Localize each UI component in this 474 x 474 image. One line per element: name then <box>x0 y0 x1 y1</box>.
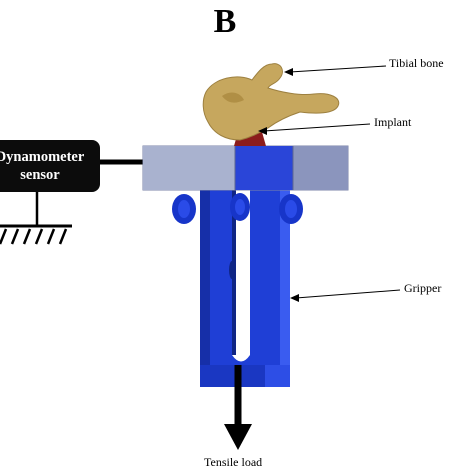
bolts <box>172 193 303 224</box>
implant-label: Implant <box>374 115 412 129</box>
tensile-load-label: Tensile load <box>204 455 263 469</box>
leader-gripper <box>290 289 401 302</box>
ground-anchor <box>0 190 72 245</box>
leader-implant <box>258 123 371 135</box>
tensile-load-arrow <box>224 365 252 450</box>
leader-tibial-bone <box>284 65 387 76</box>
bone-shading <box>222 92 244 103</box>
tibial-bone-label: Tibial bone <box>389 56 444 70</box>
dynamometer-sensor-box: Dynamometer sensor <box>0 140 100 192</box>
sensor-label-line2: sensor <box>20 167 60 183</box>
tibial-bone <box>202 63 340 141</box>
panel-label: B <box>213 3 237 40</box>
gripper <box>200 168 290 387</box>
mounting-plate <box>142 145 349 191</box>
gripper-label: Gripper <box>404 281 442 295</box>
sensor-label-line1: Dynamometer <box>0 149 85 165</box>
